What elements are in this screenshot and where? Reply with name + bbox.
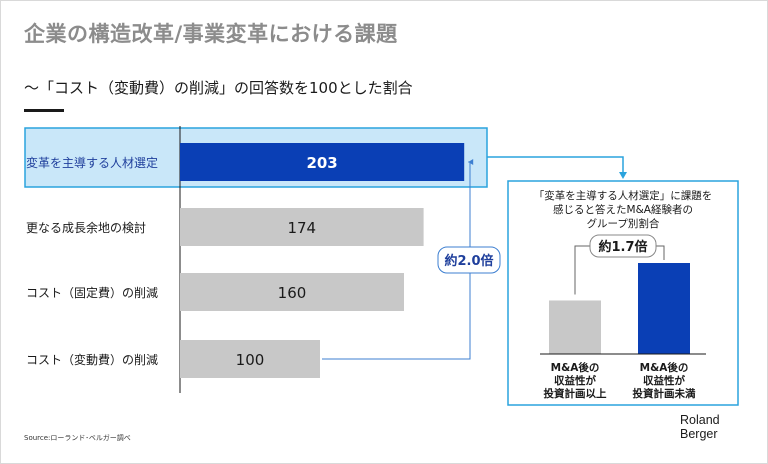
panel-connector	[487, 156, 624, 172]
side-bracket-left	[574, 245, 590, 295]
bar-value-label: 160	[278, 284, 307, 302]
category-label: 更なる成長余地の検討	[26, 220, 146, 235]
side-category-label-line: 収益性が	[643, 374, 685, 387]
logo-line-2: Berger	[680, 427, 718, 441]
side-category-label-line: M&A後の	[640, 361, 689, 374]
side-panel-title-line: 「変革を主導する人材選定」に課題を	[534, 189, 713, 202]
side-bracket-right	[656, 245, 665, 260]
category-label: コスト（固定費）の削減	[26, 285, 158, 300]
title-underline	[24, 109, 64, 112]
main-bar-chart: 変革を主導する人材選定 203 更なる成長余地の検討 174 コスト（固定費）の削減 16…	[24, 126, 627, 393]
side-bar	[549, 300, 601, 354]
page-subtitle: 〜「コスト（変動費）の削減」の回答数を100とした割合	[24, 79, 413, 97]
bar-value-label: 203	[306, 154, 337, 172]
bar	[180, 340, 320, 378]
bar-value-label: 174	[287, 219, 316, 237]
panel-connector-arrowhead	[619, 172, 627, 179]
comparison-arrowhead	[468, 159, 474, 165]
side-panel-title-line: グループ別割合	[587, 217, 660, 230]
side-comparison-badge-label: 約1.7倍	[598, 239, 647, 255]
bar	[180, 208, 424, 246]
side-category-label-line: 投資計画未満	[633, 387, 696, 400]
side-category-label-line: M&A後の	[551, 361, 600, 374]
side-panel-title-line: 感じると答えたM&A経験者の	[553, 203, 693, 216]
side-panel-frame	[507, 180, 739, 406]
page-title: 企業の構造改革/事業変革における課題	[24, 22, 398, 46]
source-note: Source:ローランド･ベルガー調べ	[24, 434, 131, 442]
bar-value-label: 100	[236, 351, 265, 369]
comparison-badge	[437, 246, 501, 274]
logo-line-1: Roland	[680, 413, 720, 427]
bar	[180, 273, 404, 311]
category-label: 変革を主導する人材選定	[26, 155, 158, 170]
side-comparison-badge	[589, 234, 657, 258]
side-category-label-line: 投資計画以上	[544, 387, 607, 400]
bar	[180, 143, 465, 181]
category-label: コスト（変動費）の削減	[26, 352, 158, 367]
side-category-label-line: 収益性が	[554, 374, 596, 387]
comparison-badge-label: 約2.0倍	[444, 253, 493, 269]
side-bar	[638, 263, 690, 354]
roland-berger-logo: Roland Berger	[680, 413, 720, 441]
